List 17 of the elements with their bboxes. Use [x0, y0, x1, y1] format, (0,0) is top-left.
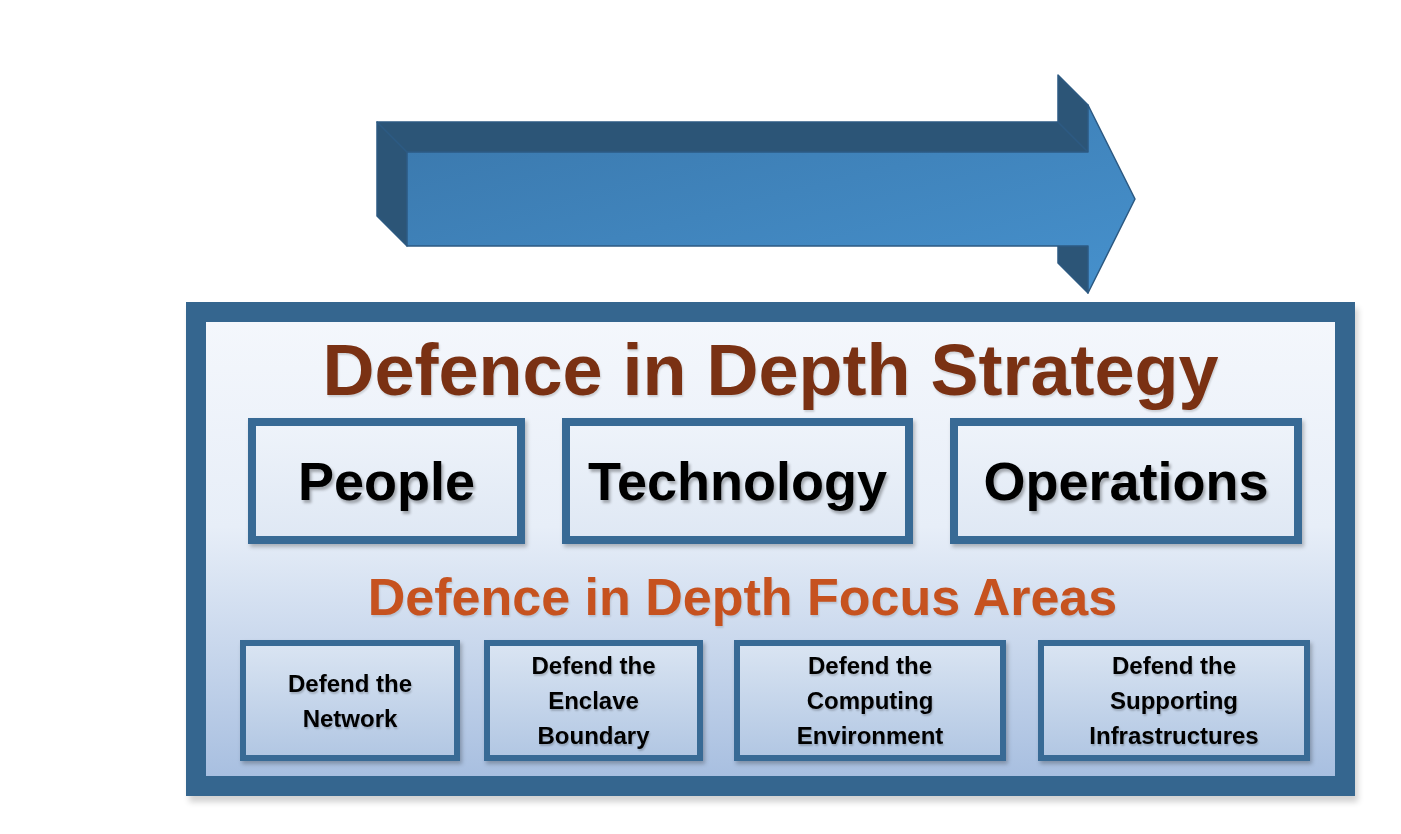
focus-area-box	[484, 640, 703, 761]
panel-title: Defence in Depth Strategy	[322, 329, 1219, 412]
focus-area-label: Defend the Computing Environment	[795, 651, 945, 751]
pillar-box	[950, 418, 1302, 544]
strategy-panel	[186, 302, 1355, 796]
pillar-box	[562, 418, 913, 544]
focus-area-label: Defend the Supporting Infrastructures	[1088, 651, 1260, 751]
focus-area-box	[1038, 640, 1310, 761]
section-heading: Defence in Depth Focus Areas	[367, 567, 1118, 628]
pillar-label: People	[297, 450, 476, 512]
focus-area-label: Defend the Enclave Boundary	[530, 651, 657, 751]
focus-area-box	[240, 640, 460, 761]
pillar-label: Technology	[588, 450, 887, 512]
focus-area-box	[734, 640, 1006, 761]
focus-area-label: Defend the Network	[287, 668, 413, 734]
pillar-box	[248, 418, 525, 544]
pillar-label: Operations	[983, 450, 1269, 512]
